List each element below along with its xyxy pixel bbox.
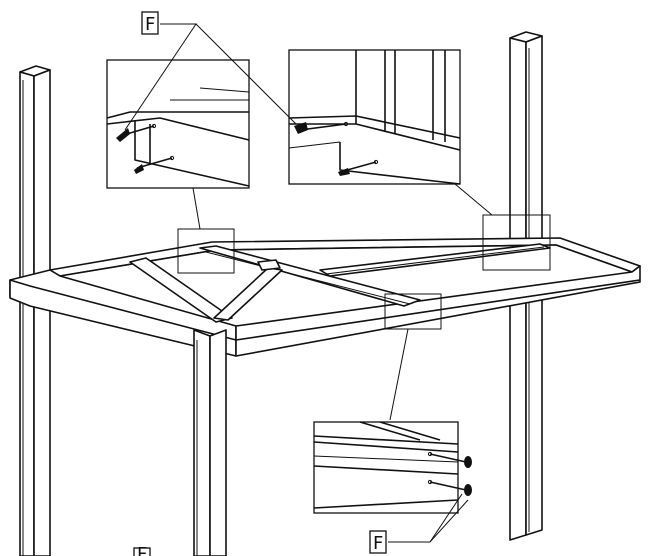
fastener-label-bottom-text: F xyxy=(373,533,383,554)
fastener-label-corner-text: F xyxy=(137,544,147,556)
fastener-label-bottom: F xyxy=(369,530,387,554)
fastener-label-top: F xyxy=(141,11,159,35)
callout-zone-bottom xyxy=(384,293,442,330)
detail-view-2 xyxy=(288,49,461,185)
deck-frame xyxy=(9,237,641,357)
fastener-label-corner: F xyxy=(133,544,151,556)
post-left xyxy=(19,65,51,556)
callout-zone-left xyxy=(177,228,235,274)
detail-view-1 xyxy=(106,59,250,189)
detail-view-3 xyxy=(313,421,472,514)
callout-zone-right xyxy=(482,214,551,271)
fastener-label-top-text: F xyxy=(145,14,155,35)
post-front xyxy=(193,329,227,556)
